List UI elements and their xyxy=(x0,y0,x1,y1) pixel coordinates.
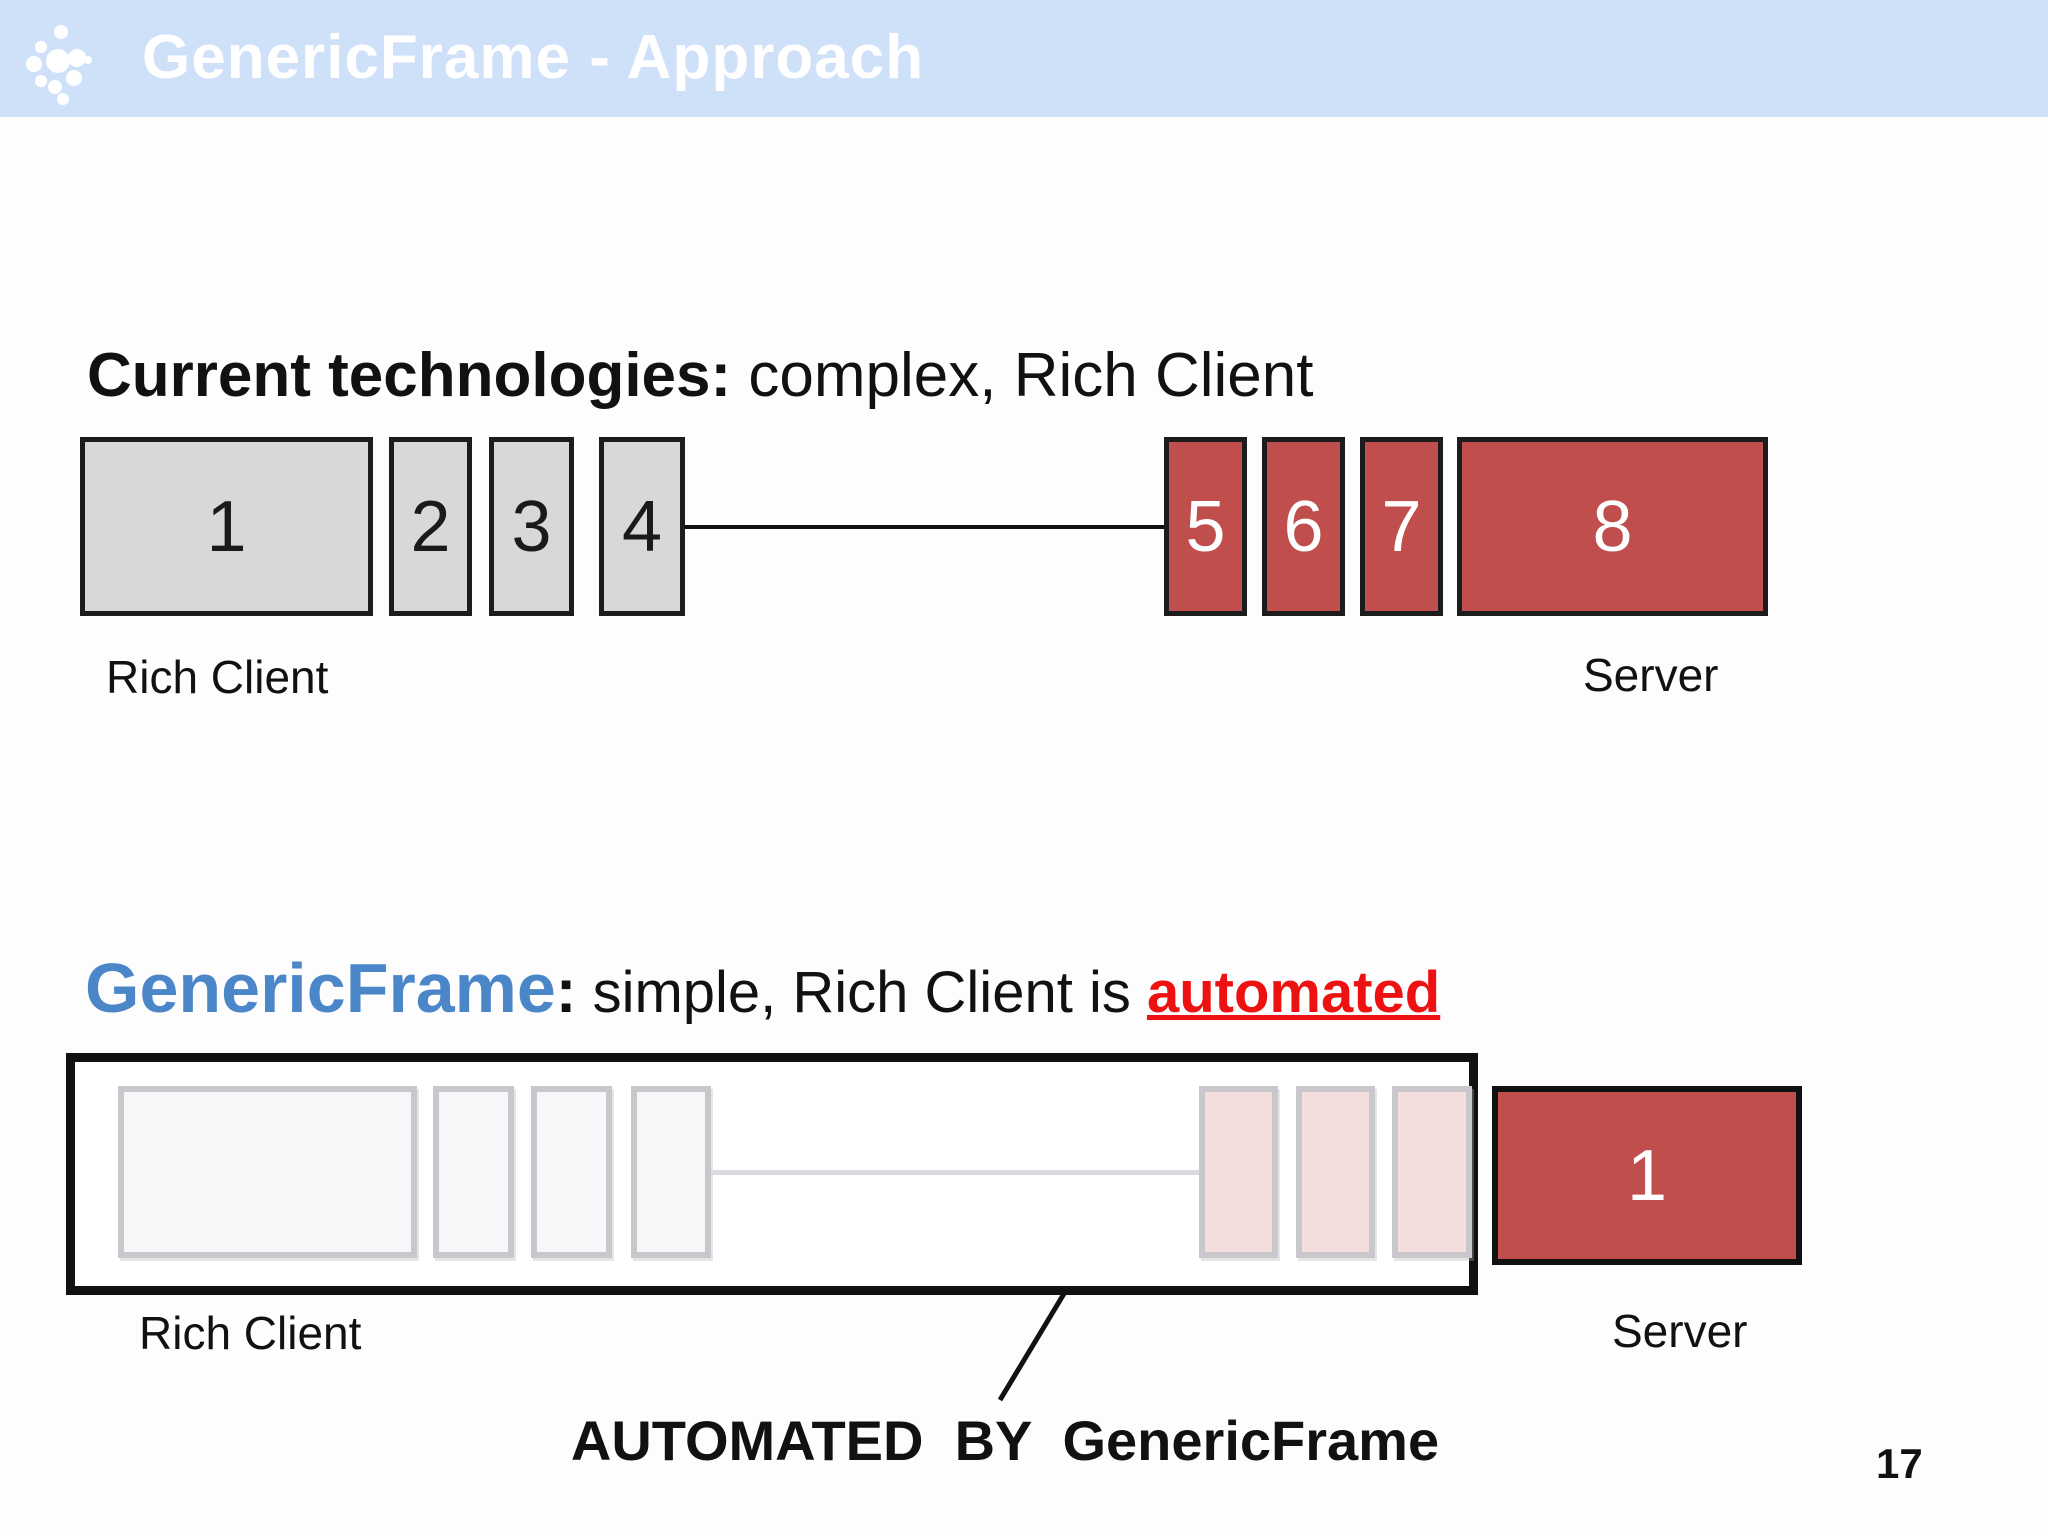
server-box-5-label: 5 xyxy=(1185,486,1226,567)
client-server-connector-line xyxy=(684,525,1164,529)
header-bar: GenericFrame - Approach xyxy=(0,0,2048,117)
page-title: GenericFrame - Approach xyxy=(142,23,925,92)
client-box-4-label: 4 xyxy=(621,486,663,567)
server-box-5: 5 xyxy=(1164,437,1247,616)
faded-server-box-3 xyxy=(1392,1086,1472,1258)
client-box-3: 3 xyxy=(489,437,574,616)
server-label-2: Server xyxy=(1612,1305,1748,1357)
genericframe-heading-mid: simple, Rich Client is xyxy=(576,960,1147,1025)
rich-client-label-1: Rich Client xyxy=(106,651,329,703)
server-box-6-label: 6 xyxy=(1283,486,1324,567)
genericframe-heading-colon: : xyxy=(555,957,577,1026)
client-box-3-label: 3 xyxy=(511,486,552,567)
client-box-2: 2 xyxy=(389,437,472,616)
current-technologies-heading-bold: Current technologies: xyxy=(87,341,732,410)
current-technologies-heading: Current technologies: complex, Rich Clie… xyxy=(87,340,1313,411)
page-number: 17 xyxy=(1876,1440,1923,1487)
server-box-generic-label: 1 xyxy=(1626,1135,1668,1216)
caption-pointer-line xyxy=(997,1290,1068,1402)
dot-cluster-logo-icon xyxy=(26,25,92,105)
automated-by-caption: AUTOMATED BY GenericFrame xyxy=(570,1409,1440,1472)
client-box-2-label: 2 xyxy=(410,486,451,567)
client-box-1-label: 1 xyxy=(206,486,247,567)
client-box-4: 4 xyxy=(599,437,685,616)
genericframe-heading-brand: GenericFrame xyxy=(85,949,556,1027)
genericframe-heading-automated: automated xyxy=(1146,960,1441,1025)
server-box-7: 7 xyxy=(1360,437,1443,616)
faded-server-box-2 xyxy=(1296,1086,1375,1258)
rich-client-label-2: Rich Client xyxy=(139,1307,362,1359)
faded-connector-line xyxy=(711,1170,1199,1175)
server-box-8: 8 xyxy=(1457,437,1768,616)
faded-server-box-1 xyxy=(1199,1086,1278,1258)
server-box-7-label: 7 xyxy=(1381,486,1422,567)
faded-client-box-4 xyxy=(631,1086,711,1258)
client-box-1: 1 xyxy=(80,437,373,616)
server-label-1: Server xyxy=(1583,649,1719,701)
server-box-generic: 1 xyxy=(1492,1086,1802,1265)
server-box-8-label: 8 xyxy=(1592,486,1633,567)
faded-client-box-3 xyxy=(531,1086,612,1258)
genericframe-heading: GenericFrame: simple, Rich Client is aut… xyxy=(85,948,1440,1028)
server-box-6: 6 xyxy=(1262,437,1345,616)
current-technologies-heading-rest: complex, Rich Client xyxy=(731,341,1314,410)
faded-client-box-1 xyxy=(118,1086,417,1258)
faded-client-box-2 xyxy=(433,1086,514,1258)
